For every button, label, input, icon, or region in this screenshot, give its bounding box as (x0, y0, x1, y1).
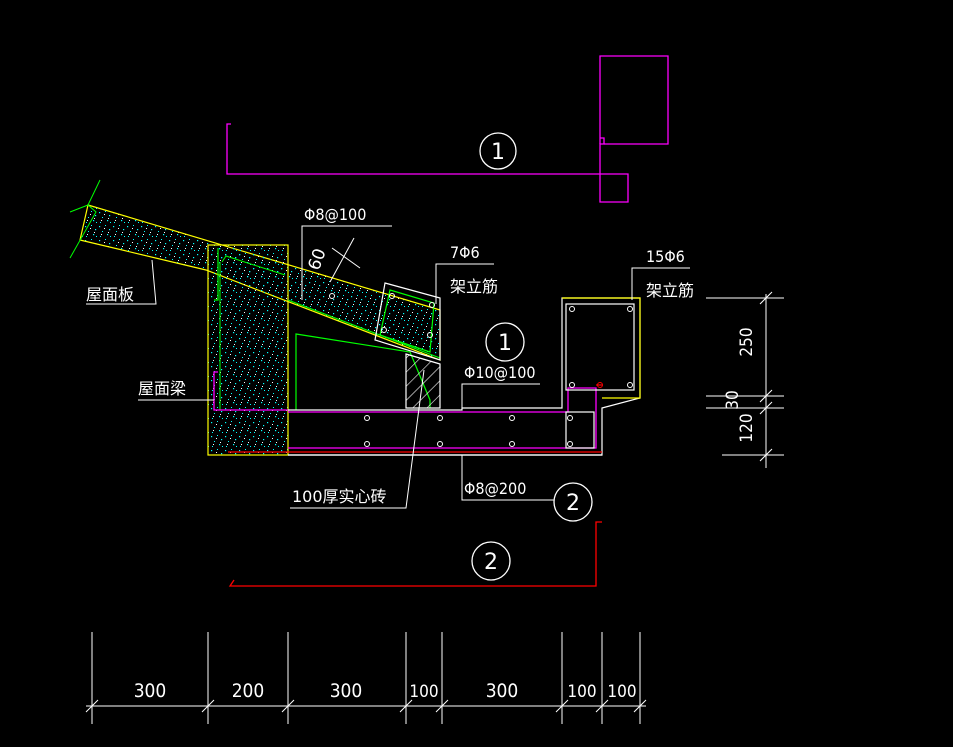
horizontal-dimension-labels: 300 200 300 100 300 100 100 (134, 680, 637, 702)
hdim-7: 100 (607, 682, 636, 702)
svg-text:1: 1 (498, 331, 512, 356)
svg-text:Φ10@100: Φ10@100 (464, 363, 536, 382)
svg-text:7Φ6: 7Φ6 (450, 243, 480, 262)
hdim-4: 100 (409, 682, 438, 702)
hdim-5: 300 (486, 680, 519, 702)
hdim-3: 300 (330, 680, 363, 702)
label-rebar-mid: Φ10@100 (461, 363, 540, 410)
svg-text:1: 1 (491, 140, 505, 165)
hdim-1: 300 (134, 680, 167, 702)
marker-1-mid: 1 (485, 322, 525, 362)
vertical-dimension (706, 291, 784, 468)
hdim-2: 200 (232, 680, 265, 702)
label-rebar-top: Φ8@100 (301, 205, 392, 300)
marker-1-top: 1 (479, 132, 517, 170)
rebar-shape-2 (228, 521, 602, 587)
label-roof-slab: 屋面板 (86, 259, 157, 305)
svg-text:100厚实心砖: 100厚实心砖 (292, 487, 387, 506)
svg-text:60: 60 (304, 246, 330, 273)
vdim-30: 30 (723, 390, 743, 409)
svg-text:15Φ6: 15Φ6 (646, 247, 685, 266)
svg-text:架立筋: 架立筋 (450, 277, 498, 296)
hdim-6: 100 (567, 682, 596, 702)
horizontal-dimension (85, 632, 647, 724)
svg-text:2: 2 (484, 550, 498, 575)
svg-text:2: 2 (566, 491, 580, 516)
label-roof-beam: 屋面梁 (138, 379, 214, 401)
svg-text:屋面梁: 屋面梁 (138, 379, 186, 398)
marker-2-bottom: 2 (471, 541, 511, 581)
vdim-120: 120 (737, 413, 757, 442)
roof-beam-column (207, 244, 290, 456)
label-rebar-15: 15Φ6 架立筋 (631, 247, 694, 300)
svg-text:Φ8@200: Φ8@200 (464, 479, 526, 498)
vdim-250: 250 (737, 327, 757, 356)
gutter-rebar-dots (364, 306, 633, 447)
svg-text:Φ8@100: Φ8@100 (304, 205, 366, 224)
svg-text:架立筋: 架立筋 (646, 281, 694, 300)
rebar-shape-1 (226, 55, 669, 203)
marker-2-right: 2 (553, 482, 593, 522)
svg-text:屋面板: 屋面板 (86, 285, 134, 304)
label-rebar-bottom: Φ8@200 (461, 455, 554, 501)
label-brick: 100厚实心砖 (290, 369, 425, 509)
gutter-edge-box (329, 282, 441, 361)
label-rebar-7: 7Φ6 架立筋 (435, 243, 498, 304)
